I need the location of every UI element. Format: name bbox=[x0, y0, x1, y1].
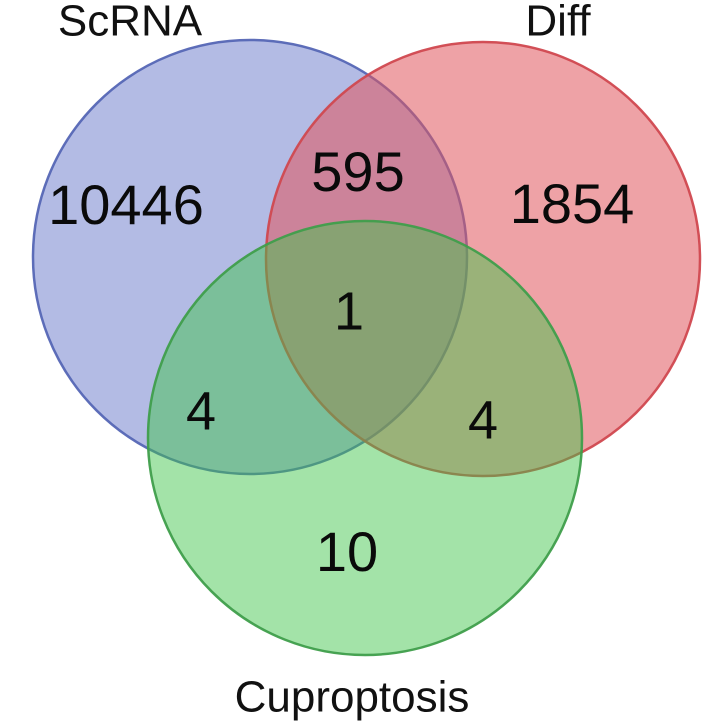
region-count-scrna-only: 10446 bbox=[48, 173, 204, 236]
venn-region-counts-group: 10446 595 1854 4 1 4 10 bbox=[48, 140, 634, 583]
venn-circle-diff[interactable] bbox=[264, 40, 702, 478]
region-count-all-three: 1 bbox=[334, 281, 364, 341]
region-count-diff-only: 1854 bbox=[510, 172, 635, 235]
region-count-scrna-diff: 595 bbox=[311, 140, 404, 203]
region-count-scrna-cuproptosis: 4 bbox=[186, 381, 216, 441]
region-count-diff-cuproptosis: 4 bbox=[468, 390, 498, 450]
set-label-scrna: ScRNA bbox=[58, 0, 203, 46]
venn-circles-group bbox=[31, 38, 702, 657]
region-count-cuproptosis-only: 10 bbox=[316, 520, 378, 583]
set-label-cuproptosis: Cuproptosis bbox=[235, 673, 470, 722]
venn-circle-cuproptosis[interactable] bbox=[146, 219, 584, 657]
venn-set-labels-group: ScRNA Diff Cuproptosis bbox=[58, 0, 591, 722]
set-label-diff: Diff bbox=[525, 0, 591, 46]
